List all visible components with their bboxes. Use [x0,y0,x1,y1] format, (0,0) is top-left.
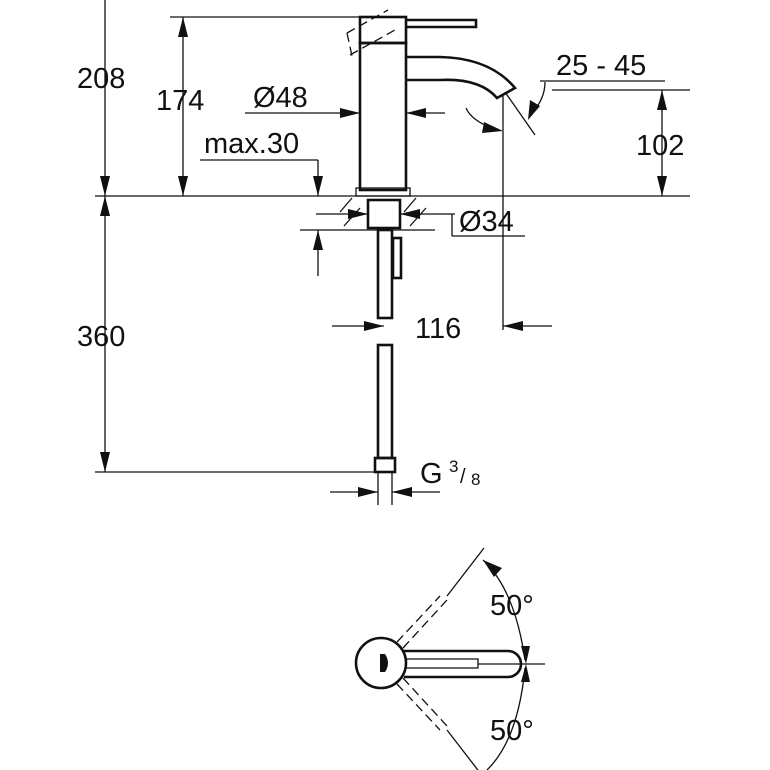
dim-angle-25-45: 25 - 45 [556,50,646,82]
lever-open-position [346,9,396,57]
svg-text:G: G [420,458,443,490]
dim-174: 174 [156,85,204,117]
dim-diameter-34: Ø34 [459,206,514,238]
dim-208: 208 [77,63,125,95]
faucet-top-circle [354,636,408,690]
dim-116: 116 [415,313,461,345]
dim-360: 360 [77,321,125,353]
faucet-lever [406,18,478,29]
dim-max-30: max.30 [204,128,299,160]
dim-diameter-48: Ø48 [253,82,308,114]
lever-rotated-up [396,595,448,649]
dim-102: 102 [636,130,684,162]
mounting-nut [366,198,402,230]
hose-connector [373,456,397,474]
faucet-spout [406,55,518,100]
lever-rotated-down [396,677,448,731]
faucet-base [355,187,411,197]
hose-lower [376,343,394,460]
threaded-rod [391,236,403,280]
faucet-cap [358,15,408,45]
svg-text:3: 3 [449,457,458,476]
angle-50-top: 50° [490,590,534,622]
dim-thread-g38: G 3 / 8 [420,457,480,490]
faucet-body [358,41,408,192]
top-view: 50° 50° [354,547,545,770]
svg-text:8: 8 [471,470,480,489]
angle-50-bottom: 50° [490,715,534,747]
hose-upper [376,228,394,320]
svg-text:/: / [460,466,466,488]
side-view: 208 174 Ø48 max.30 25 - 45 102 Ø34 [77,0,690,505]
indicator-mark [380,654,388,672]
